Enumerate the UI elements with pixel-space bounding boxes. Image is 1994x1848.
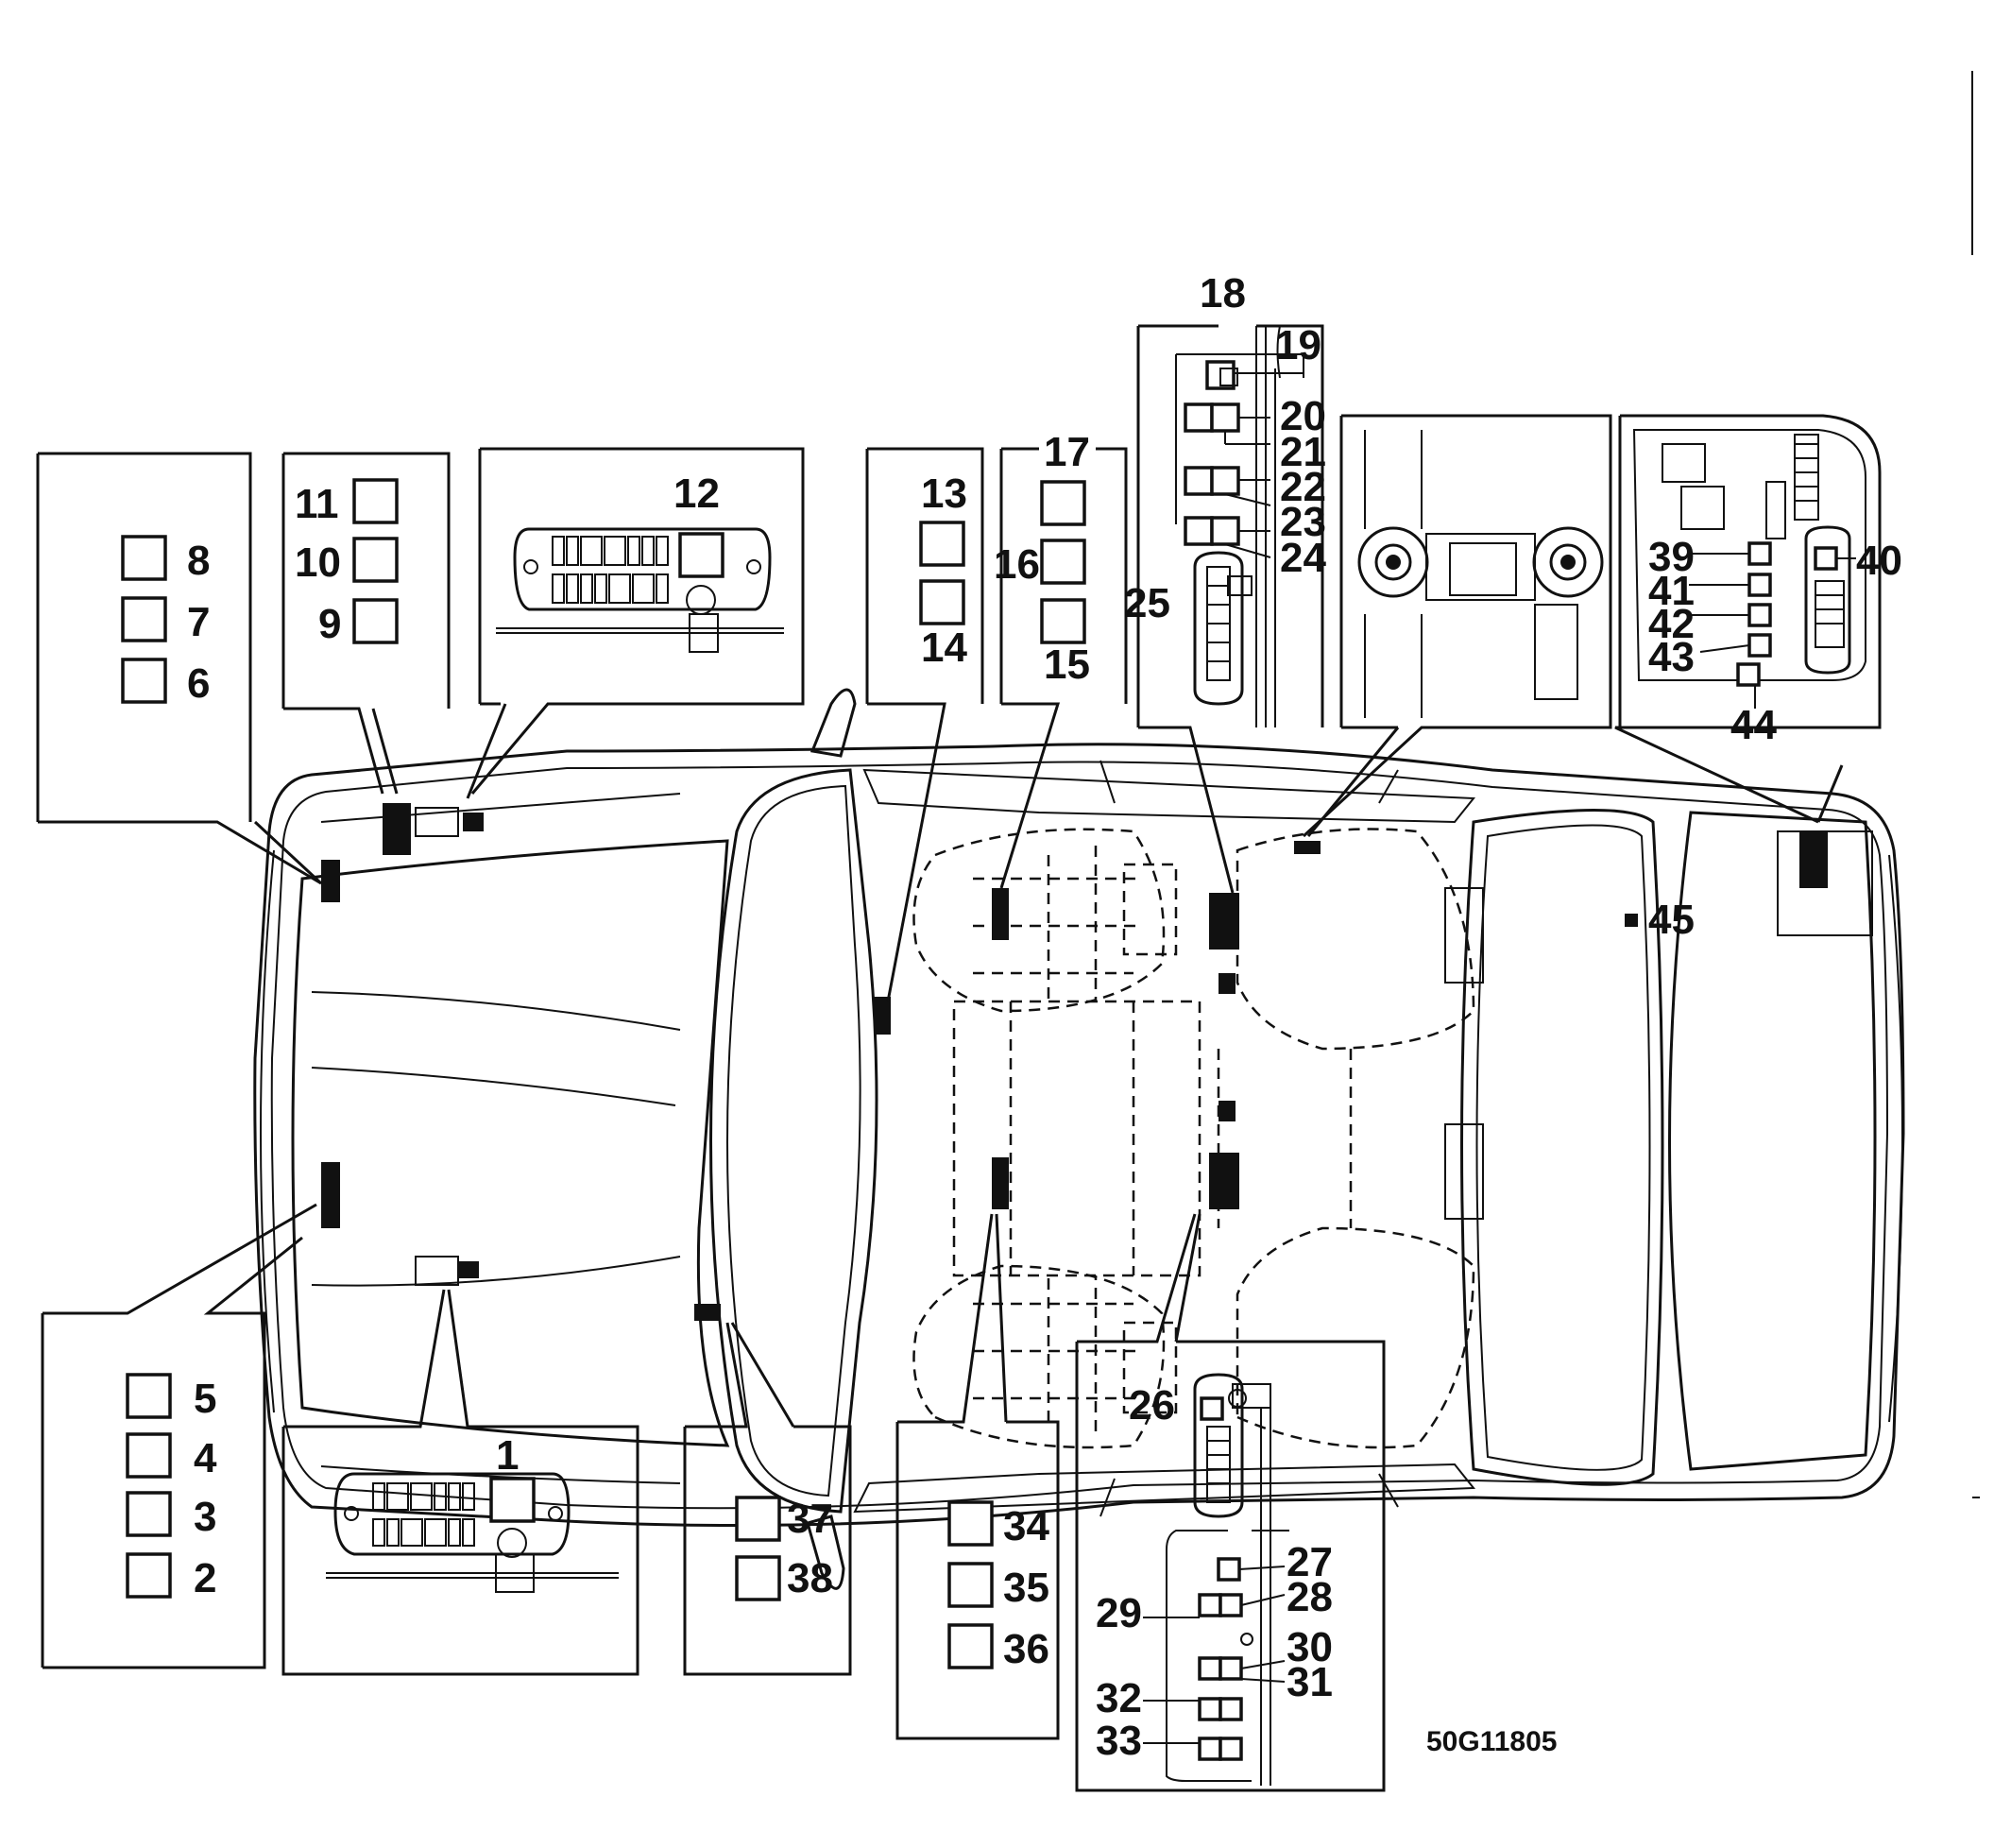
callout-42: 42 bbox=[1648, 601, 1695, 647]
callout-3: 3 bbox=[194, 1494, 216, 1540]
callout-6: 6 bbox=[187, 660, 210, 707]
location-markers bbox=[321, 803, 1873, 1321]
callout-41: 41 bbox=[1648, 568, 1695, 614]
callout-panel-rear-retractor bbox=[1302, 414, 1612, 838]
callout-19: 19 bbox=[1275, 322, 1321, 368]
callout-26: 26 bbox=[1129, 1382, 1175, 1429]
callout-25: 25 bbox=[1124, 580, 1170, 626]
callout-31: 31 bbox=[1287, 1659, 1333, 1705]
callout-panel-center-console-upper: 18 19 20 21 22 23 24 25 bbox=[1124, 270, 1326, 894]
callout-36: 36 bbox=[1003, 1626, 1049, 1672]
callout-34: 34 bbox=[1003, 1503, 1049, 1549]
callout-panel-center-console-lower: 26 27 28 29 30 31 32 33 bbox=[1075, 1213, 1386, 1792]
callout-panel-dash: 13 14 bbox=[865, 447, 984, 1002]
callout-28: 28 bbox=[1287, 1574, 1333, 1620]
callout-24: 24 bbox=[1280, 535, 1326, 581]
callout-35: 35 bbox=[1003, 1565, 1049, 1611]
callout-panel-fuse-box-lower: 1 bbox=[281, 1289, 639, 1676]
callout-1: 1 bbox=[496, 1432, 519, 1479]
callout-38: 38 bbox=[787, 1555, 833, 1601]
callout-23: 23 bbox=[1280, 499, 1326, 545]
callout-panel-front-upper: 11 10 9 bbox=[281, 452, 451, 795]
callout-panel-left-lower: 5 4 3 2 bbox=[41, 1203, 317, 1669]
callout-22: 22 bbox=[1280, 464, 1326, 510]
callout-panel-trunk: 39 40 41 42 43 44 bbox=[1614, 414, 1902, 824]
callout-33: 33 bbox=[1096, 1718, 1142, 1764]
car-top-view bbox=[253, 688, 1905, 1590]
callout-44: 44 bbox=[1730, 702, 1777, 748]
callout-10: 10 bbox=[295, 539, 341, 586]
callout-18: 18 bbox=[1200, 270, 1246, 317]
callout-45: 45 bbox=[1648, 897, 1695, 943]
callout-30: 30 bbox=[1287, 1624, 1333, 1670]
callout-5: 5 bbox=[194, 1376, 216, 1422]
callout-40: 40 bbox=[1856, 538, 1902, 584]
callout-20: 20 bbox=[1280, 393, 1326, 439]
callout-2: 2 bbox=[194, 1555, 216, 1601]
callout-panel-door: 37 38 bbox=[683, 1322, 852, 1676]
callout-16: 16 bbox=[994, 541, 1040, 588]
callout-32: 32 bbox=[1096, 1675, 1142, 1721]
callout-12: 12 bbox=[673, 471, 720, 517]
callout-panel-left-upper: 8 7 6 bbox=[36, 452, 323, 885]
figure-reference: 50G11805 bbox=[1426, 1726, 1557, 1757]
callout-7: 7 bbox=[187, 599, 210, 645]
callout-21: 21 bbox=[1280, 429, 1326, 475]
callout-39: 39 bbox=[1648, 534, 1695, 580]
callout-11: 11 bbox=[295, 481, 339, 527]
callout-17: 17 bbox=[1044, 429, 1090, 475]
callout-panel-front-seat-upper: 17 16 15 bbox=[994, 429, 1128, 889]
callout-15: 15 bbox=[1044, 642, 1090, 688]
callout-panel-front-seat-lower: 34 35 36 bbox=[895, 1213, 1060, 1740]
callout-29: 29 bbox=[1096, 1590, 1142, 1636]
callout-37: 37 bbox=[787, 1496, 833, 1542]
callout-panel-fuse-box-upper: 12 bbox=[466, 447, 805, 799]
callout-9: 9 bbox=[318, 601, 341, 647]
callout-13: 13 bbox=[921, 471, 967, 517]
interior-seats-dashed bbox=[912, 828, 1484, 1449]
callout-8: 8 bbox=[187, 538, 210, 584]
callout-14: 14 bbox=[921, 625, 967, 671]
callout-43: 43 bbox=[1648, 634, 1695, 680]
callout-27: 27 bbox=[1287, 1539, 1333, 1585]
callout-4: 4 bbox=[194, 1435, 217, 1481]
